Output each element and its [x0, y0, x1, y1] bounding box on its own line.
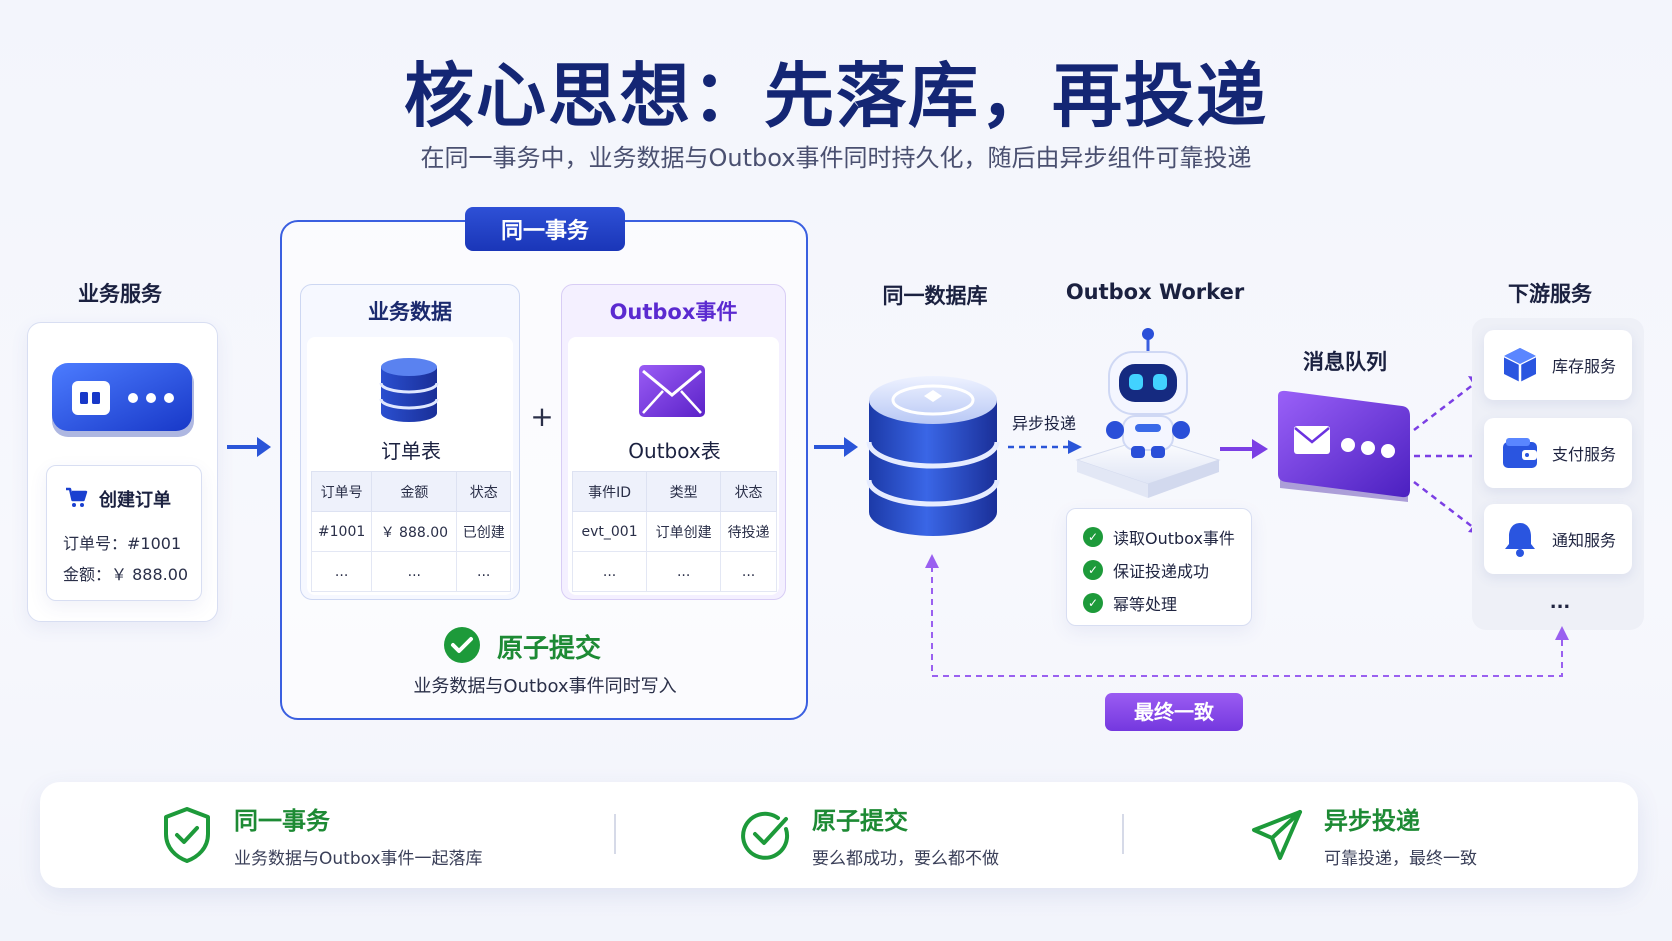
business-service-label: 业务服务: [78, 282, 162, 306]
business-data-header: 业务数据: [368, 300, 452, 324]
outbox-table-name: Outbox表: [628, 439, 721, 463]
column-header: 类型: [646, 471, 722, 512]
wallet-icon: [1498, 431, 1542, 475]
table-row: ... ... ...: [571, 551, 777, 592]
cart-icon: [65, 486, 89, 510]
paper-plane-icon: [1250, 808, 1304, 862]
worker-label: Outbox Worker: [1065, 280, 1245, 304]
list-item: ✓ 保证投递成功: [1083, 558, 1209, 582]
envelope-icon: [637, 363, 707, 419]
orders-table-name: 订单表: [381, 439, 441, 463]
service-name: 通知服务: [1552, 531, 1617, 550]
message-queue-label: 消息队列: [1303, 350, 1387, 374]
divider: [614, 814, 616, 854]
page-title: 核心思想：先落库，再投递: [404, 55, 1268, 137]
database-icon: [379, 355, 439, 425]
business-service-card: 创建订单 订单号：#1001 金额：￥ 888.00: [27, 322, 218, 622]
feature-title: 异步投递: [1324, 807, 1420, 835]
arrow-to-database: [814, 437, 858, 457]
orders-table: 订单号 金额 状态 #1001 ￥ 888.00 已创建 ... ... ...: [310, 471, 511, 592]
feature-same-transaction: 同一事务 业务数据与Outbox事件一起落库: [162, 782, 483, 888]
page-subtitle: 在同一事务中，业务数据与Outbox事件同时持久化，随后由异步组件可靠投递: [420, 144, 1252, 172]
atomic-commit-title: 原子提交: [497, 634, 602, 664]
service-name: 支付服务: [1552, 445, 1617, 464]
feature-desc: 要么都成功，要么都不做: [812, 849, 999, 869]
feature-desc: 可靠投递，最终一致: [1324, 849, 1477, 869]
main-database-icon: [866, 372, 1000, 542]
check-icon: ✓: [1083, 593, 1103, 613]
table-row: #1001 ￥ 888.00 已创建: [310, 511, 511, 552]
check-circle-icon: [443, 626, 481, 664]
feature-title: 原子提交: [812, 807, 908, 835]
atomic-commit-desc: 业务数据与Outbox事件同时写入: [413, 676, 677, 697]
more-services: ...: [1549, 592, 1571, 613]
service-inventory: 库存服务: [1484, 330, 1632, 400]
app-window-icon: [50, 363, 196, 439]
worker-features-card: ✓ 读取Outbox事件 ✓ 保证投递成功 ✓ 幂等处理: [1066, 508, 1252, 626]
list-item: ✓ 幂等处理: [1083, 591, 1177, 615]
column-header: 订单号: [310, 471, 373, 512]
arrow-to-transaction: [227, 437, 271, 457]
column-header: 状态: [720, 471, 777, 512]
database-label: 同一数据库: [882, 284, 988, 308]
column-header: 状态: [456, 471, 511, 512]
column-header: 事件ID: [571, 471, 648, 512]
order-amount: 金额：￥ 888.00: [63, 565, 189, 584]
create-order-title: 创建订单: [99, 490, 171, 511]
column-header: 金额: [371, 471, 458, 512]
robot-icon: [1073, 326, 1223, 506]
check-icon: ✓: [1083, 560, 1103, 580]
table-row: ... ... ...: [310, 551, 511, 592]
eventual-consistency-loop: [925, 554, 1569, 677]
shield-check-icon: [162, 806, 212, 864]
arrow-to-queue: [1220, 439, 1268, 459]
business-data-panel: 业务数据 订单表 订单号 金额 状态 #1001 ￥ 888.00 已创建 ..…: [300, 284, 520, 600]
check-icon: ✓: [1083, 527, 1103, 547]
eventual-consistency-badge: 最终一致: [1105, 693, 1243, 731]
outbox-table: 事件ID 类型 状态 evt_001 订单创建 待投递 ... ... ...: [571, 471, 777, 592]
outbox-header: Outbox事件: [609, 300, 738, 324]
box-icon: [1498, 343, 1542, 387]
order-number: 订单号：#1001: [63, 534, 182, 553]
divider: [1122, 814, 1124, 854]
downstream-label: 下游服务: [1508, 282, 1592, 306]
feature-async-delivery: 异步投递 可靠投递，最终一致: [1250, 782, 1477, 888]
service-name: 库存服务: [1552, 357, 1617, 376]
plus-sign: +: [530, 400, 554, 433]
service-payment: 支付服务: [1484, 418, 1632, 488]
list-item: ✓ 读取Outbox事件: [1083, 525, 1235, 549]
feature-bar: 同一事务 业务数据与Outbox事件一起落库 原子提交 要么都成功，要么都不做 …: [40, 782, 1638, 888]
table-row: evt_001 订单创建 待投递: [571, 511, 777, 552]
bell-icon: [1498, 517, 1542, 561]
service-notification: 通知服务: [1484, 504, 1632, 574]
outbox-panel: Outbox事件 Outbox表 事件ID 类型 状态 evt_001 订单创建…: [561, 284, 786, 600]
feature-atomic-commit: 原子提交 要么都成功，要么都不做: [740, 782, 999, 888]
async-delivery-label: 异步投递: [1012, 414, 1077, 433]
transaction-badge: 同一事务: [465, 207, 625, 251]
feature-desc: 业务数据与Outbox事件一起落库: [234, 849, 483, 869]
circle-check-icon: [740, 809, 792, 861]
feature-title: 同一事务: [234, 807, 330, 835]
async-arrow: [1008, 440, 1082, 454]
message-queue-icon: [1274, 390, 1414, 510]
create-order-card: 创建订单 订单号：#1001 金额：￥ 888.00: [46, 465, 202, 601]
